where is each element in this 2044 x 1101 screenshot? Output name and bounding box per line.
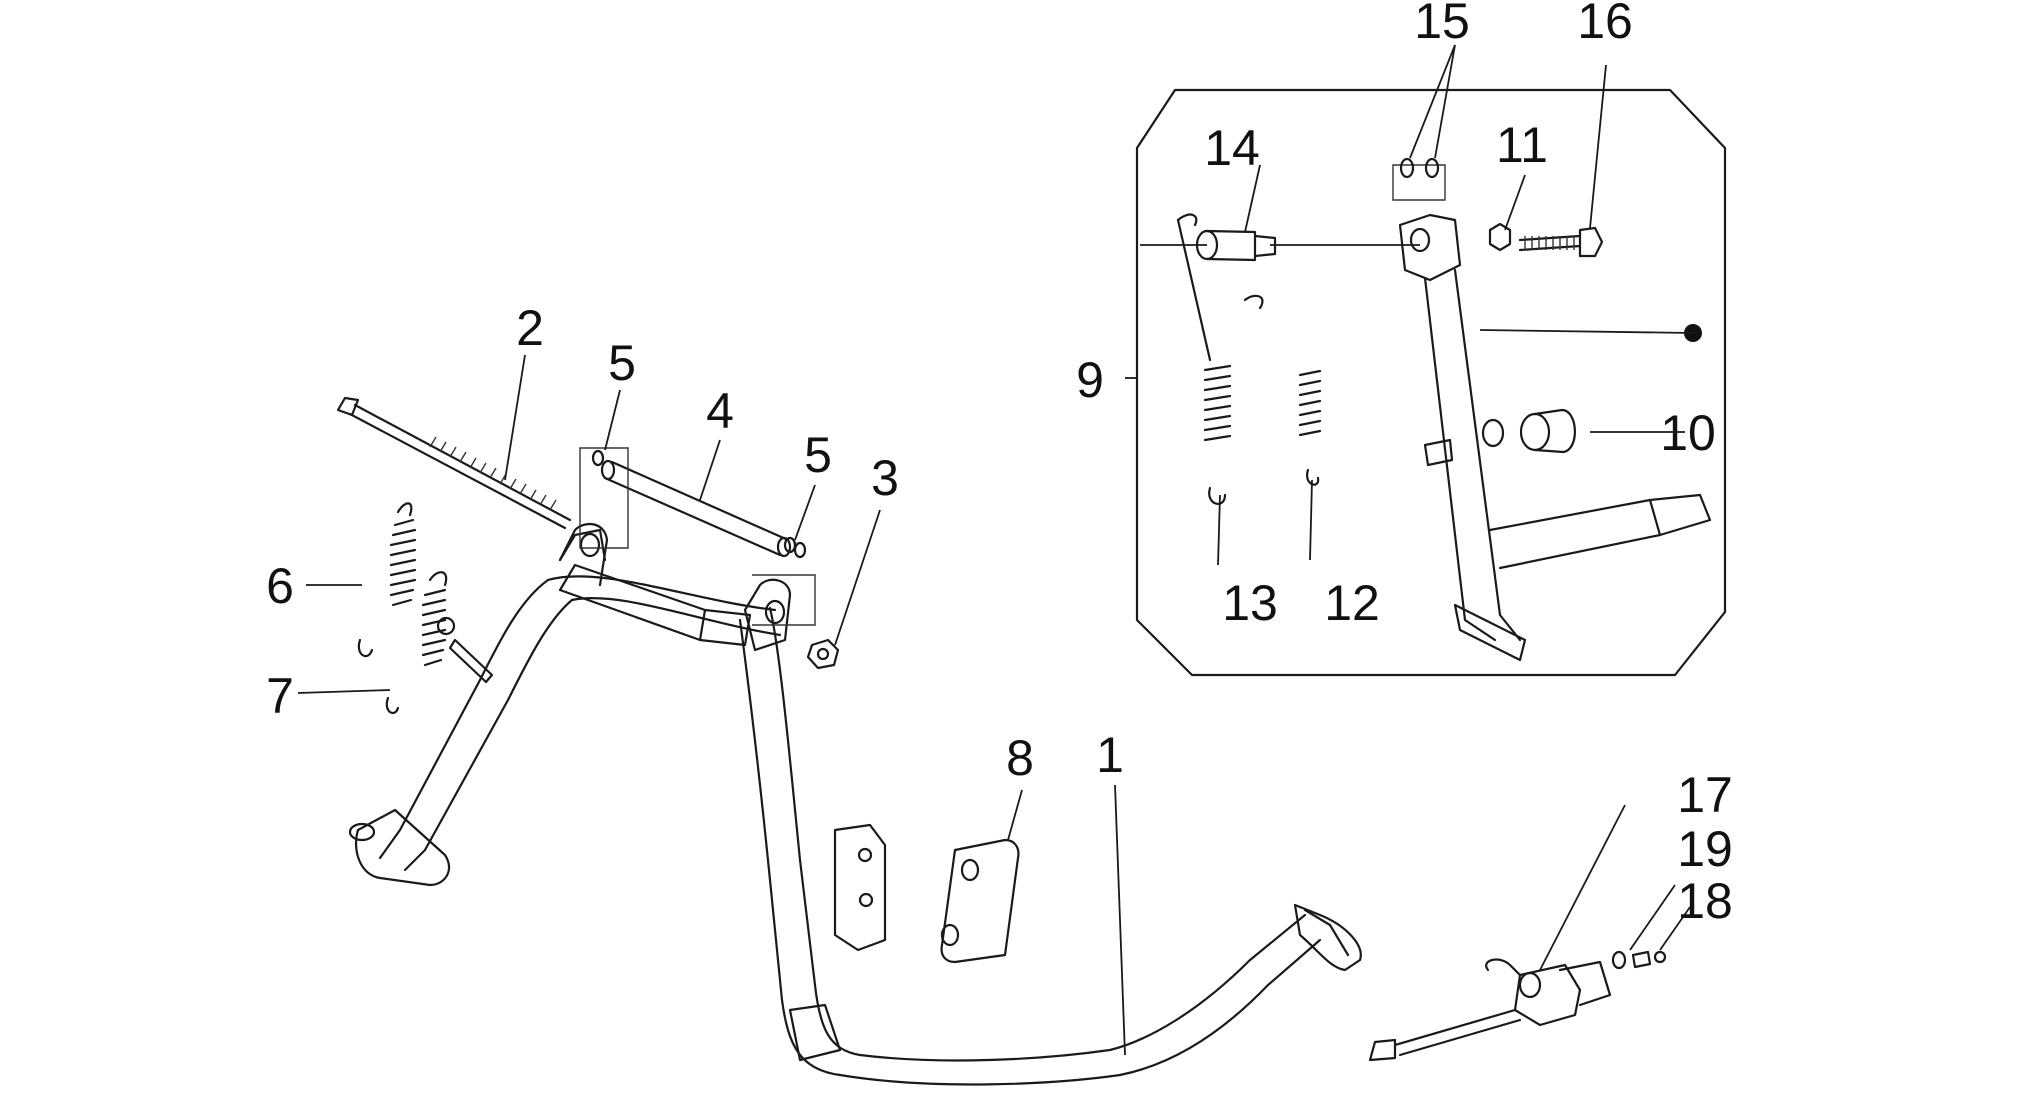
pivot-pin-14 [1195, 229, 1277, 262]
springs-left [357, 502, 494, 715]
callout-2: 2 [516, 300, 544, 356]
center-stand [348, 522, 1362, 1086]
lock-nut [806, 638, 840, 670]
washers [579, 447, 816, 626]
spacer-tube [600, 459, 792, 558]
callout-10: 10 [1660, 405, 1716, 461]
callout-5a: 5 [608, 335, 636, 391]
pivot-bolt [336, 396, 572, 530]
callout-7: 7 [266, 668, 294, 724]
kit-group-frame [1135, 88, 1727, 677]
callout-11: 11 [1496, 117, 1548, 173]
callout-12: 12 [1324, 575, 1380, 631]
callout-6: 6 [266, 558, 294, 614]
leader-lines [297, 44, 1694, 1056]
callout-9: 9 [1076, 352, 1104, 408]
washers-15 [1392, 157, 1446, 201]
rubber-stop [940, 838, 1020, 964]
callout-19: 19 [1677, 821, 1733, 877]
springs-right [1176, 213, 1322, 505]
nut-11-bolt-16 [1488, 222, 1604, 258]
callout-8: 8 [1006, 730, 1034, 786]
callout-17: 17 [1677, 767, 1733, 823]
callout-4: 4 [706, 383, 734, 439]
callout-5b: 5 [804, 427, 832, 483]
side-stand-switch [1368, 950, 1667, 1062]
callout-14: 14 [1204, 120, 1260, 176]
callout-13: 13 [1222, 575, 1278, 631]
callout-3: 3 [871, 450, 899, 506]
callout-16: 16 [1577, 0, 1633, 49]
side-stand [1398, 213, 1712, 662]
callout-1: 1 [1096, 727, 1124, 783]
callout-labels: 1 2 3 4 5 5 6 7 8 9 10 11 12 13 14 15 16… [266, 0, 1733, 929]
callout-15: 15 [1414, 0, 1470, 49]
callout-18: 18 [1677, 873, 1733, 929]
